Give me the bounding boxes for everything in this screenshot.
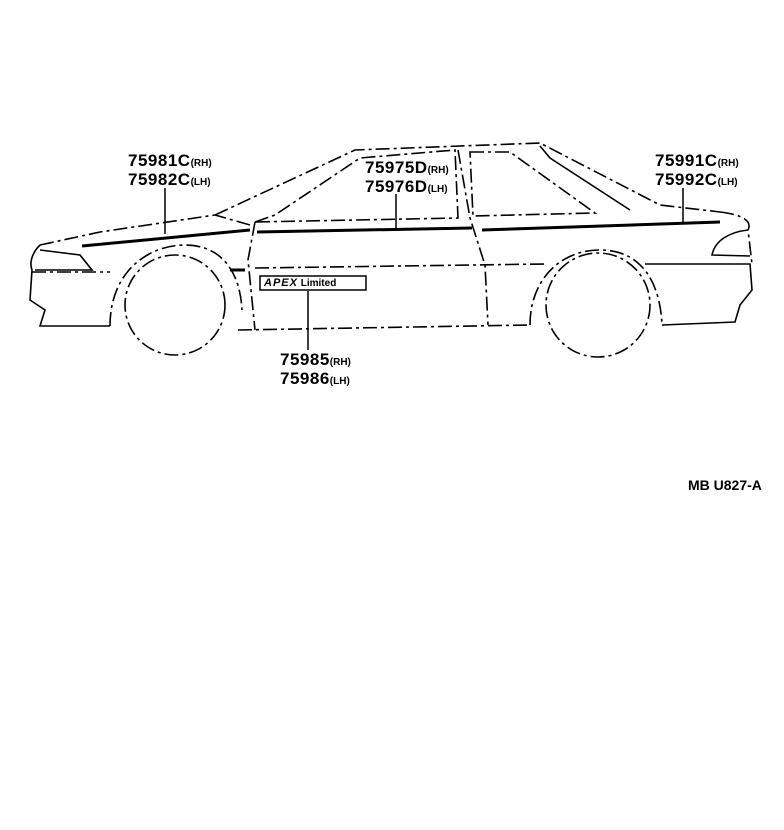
part-number: 75991C <box>655 151 718 170</box>
side-label: (LH) <box>717 177 738 188</box>
headlamp <box>35 249 94 271</box>
windshield <box>254 149 459 223</box>
door-front-edge <box>247 221 256 331</box>
side-label: (LH) <box>329 376 350 387</box>
molding-fender <box>81 228 251 248</box>
roof-line <box>214 142 721 216</box>
front-fascia <box>29 244 110 327</box>
part-number: 75981C <box>128 151 191 170</box>
side-label: (LH) <box>427 184 448 195</box>
molding-quarter <box>481 220 721 232</box>
callout-75981C: 75981C(RH) 75982C(LH) <box>128 151 212 191</box>
side-label: (RH) <box>427 165 449 176</box>
hood-line <box>39 214 251 246</box>
callout-75991C: 75991C(RH) 75992C(LH) <box>655 151 739 191</box>
front-wheel <box>124 254 226 356</box>
part-number: 75992C <box>655 170 718 189</box>
emblem-plate <box>259 275 367 291</box>
emblem: APEX Limited <box>264 276 336 291</box>
part-number: 75985 <box>280 350 330 369</box>
rear-wheel <box>545 252 651 358</box>
callout-75975D: 75975D(RH) 75976D(LH) <box>365 158 449 198</box>
rear-bumper <box>645 263 753 326</box>
side-label: (LH) <box>190 177 211 188</box>
front-wheel-arch <box>109 244 243 327</box>
c-pillar <box>539 145 631 211</box>
tail-lamp <box>711 229 751 257</box>
rear-window <box>469 151 598 217</box>
part-number: 75975D <box>365 158 428 177</box>
emblem-grade: Limited <box>300 278 337 289</box>
rocker-line <box>237 324 531 331</box>
emblem-brand: APEX <box>264 277 298 289</box>
rear-wheel-arch <box>529 249 663 326</box>
door-rear-edge <box>457 149 489 326</box>
side-label: (RH) <box>329 357 351 368</box>
beltline <box>254 263 546 269</box>
part-number: 75986 <box>280 369 330 388</box>
side-label: (RH) <box>190 158 212 169</box>
part-number: 75982C <box>128 170 191 189</box>
trunk-tail <box>719 211 753 265</box>
callout-75985: 75985(RH) 75986(LH) <box>280 350 351 390</box>
side-label: (RH) <box>717 158 739 169</box>
molding-door <box>256 226 473 234</box>
diagram-code: MB U827-A <box>688 477 762 493</box>
part-number: 75976D <box>365 177 428 196</box>
